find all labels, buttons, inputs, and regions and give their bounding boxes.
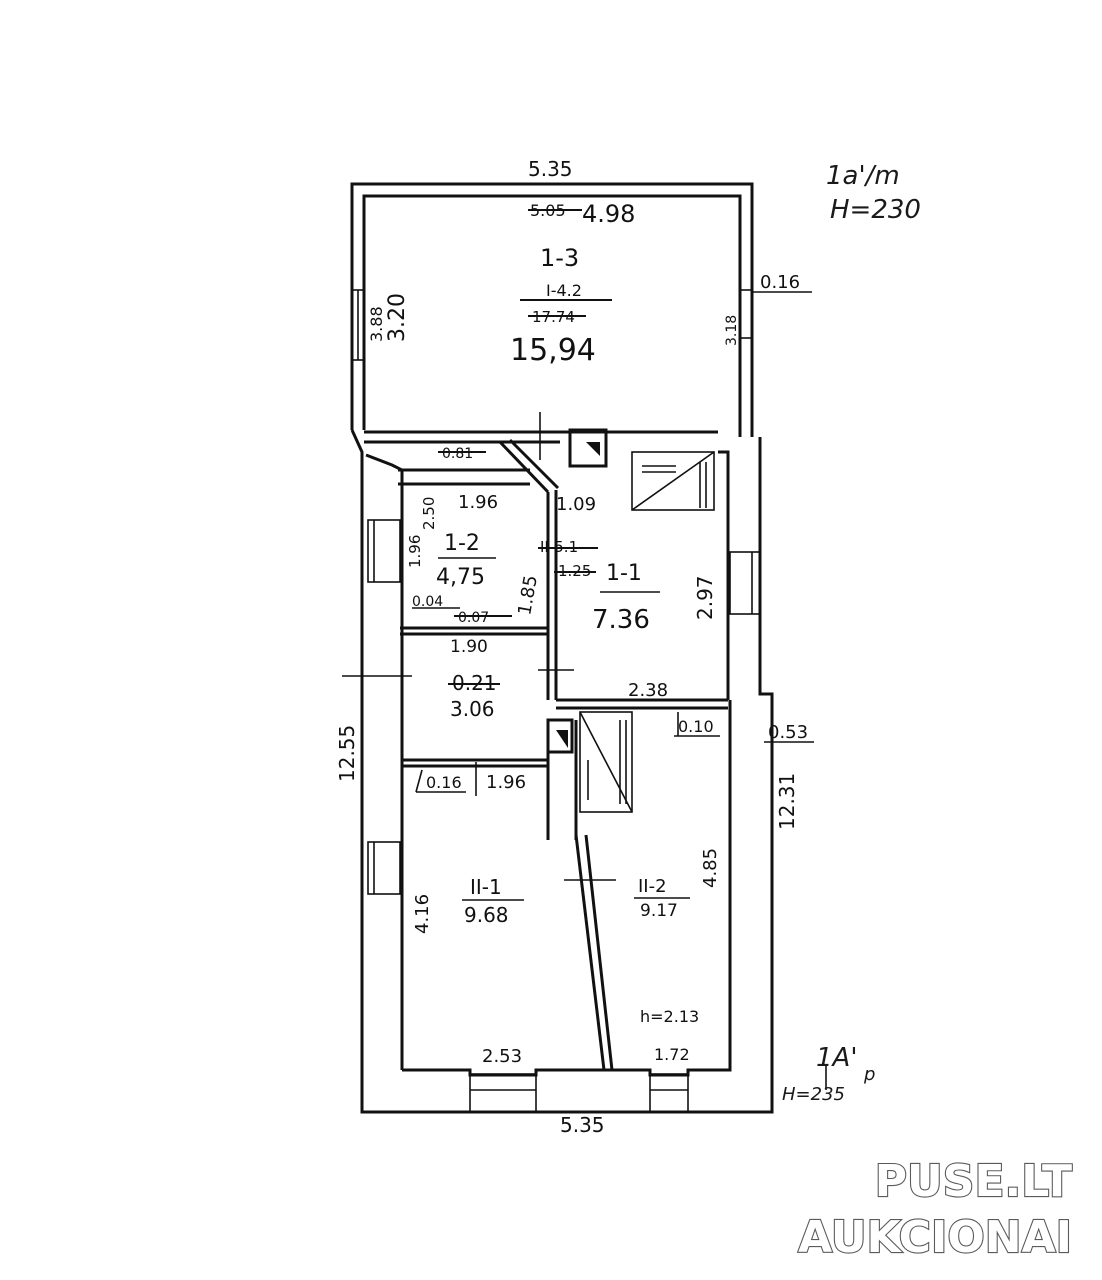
stove-bottom [579,711,633,813]
room-13-right-struck: 3.18 [724,315,740,346]
hall-width: 1.96 [458,492,498,513]
right-windows [729,289,761,615]
unit-suffix: p [863,1064,875,1085]
unit-label: 1A' [816,1043,857,1073]
room-2b-ceiling: h=2.13 [640,1007,699,1026]
room-11-area: 7.36 [592,605,650,635]
room-12-inner: 1.85 [514,574,542,617]
room-13-struck-label: I-4.2 [546,281,582,300]
room-12-area: 4,75 [436,565,485,590]
room-2b-bottom: 1.72 [654,1045,690,1064]
room-2a-height: 4.16 [412,894,433,934]
height-label-bottom: H=235 [782,1084,845,1105]
room-2a-wall: 0.16 [426,773,462,792]
room-13-left: 3.20 [385,293,410,342]
room-12-height-b: 2.50 [420,497,438,530]
section-marks [342,412,616,881]
dim-wall-right-top: 0.16 [760,272,800,293]
room-11-wall: 0.10 [678,717,714,736]
internal-walls [364,430,728,1071]
dim-bottom-outer: 5.35 [560,1113,605,1137]
room-12-wall: 0.04 [412,594,443,610]
dim-right-total: 12.31 [775,773,799,830]
dim-top-inner: 4.98 [582,200,635,228]
room-11-bottom: 2.38 [628,680,668,701]
room-2a-bottom: 2.53 [482,1046,522,1067]
room-13-left-struck: 3.88 [367,306,386,342]
height-label-top: H=230 [830,195,921,225]
room-21-top: 1.90 [450,637,488,657]
room-21-area: 3.06 [450,697,495,721]
room-2b-area: 9.17 [640,901,678,921]
chimney-bottom [546,718,574,754]
room-2a-area: 9.68 [464,903,509,927]
room-2b-id: II-2 [638,876,667,897]
chimney-top [568,428,608,468]
room-11-height: 2.97 [693,575,717,620]
watermark-line1: PUSE.LT [875,1156,1072,1207]
room-2b-height: 4.85 [700,848,721,888]
room-2a-id: II-1 [470,875,502,899]
bottom-windows [469,1073,689,1113]
room-12-height-a: 1.96 [406,535,424,568]
hall-right: 1.09 [556,494,596,515]
hall-top-struck: 0.81 [442,446,473,462]
room-12-wall-struck: 0.07 [458,610,489,626]
leader-lines [412,291,827,1090]
room-13-id: 1-3 [540,244,579,272]
room-12-id: 1-2 [444,531,480,556]
room-13-area: 15,94 [510,333,596,368]
watermark-line2: AUKCIONAI [798,1212,1072,1263]
room-11-id: 1-1 [606,561,642,586]
room-2a-top: 1.96 [486,772,526,793]
dim-left-total: 12.55 [335,725,359,782]
dim-wall-right-mid: 0.53 [768,722,808,743]
floor-label: 1a'/m [826,161,900,191]
dim-top-outer: 5.35 [528,157,573,181]
stove-top [631,451,715,511]
left-windows [351,289,401,895]
